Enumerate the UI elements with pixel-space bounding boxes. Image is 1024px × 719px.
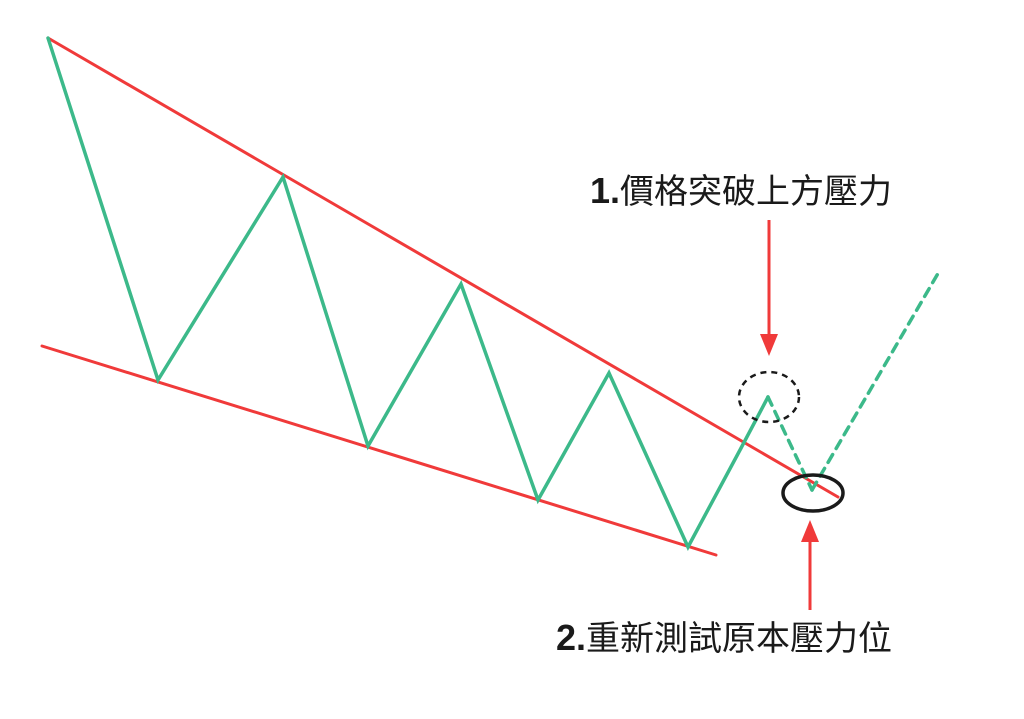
- retest-arrow: [801, 520, 819, 610]
- retest-label-text: 重新測試原本壓力位: [586, 619, 892, 659]
- upper-resistance-line: [46, 36, 840, 499]
- lower-support-line: [40, 344, 718, 557]
- breakout-label: 1.價格突破上方壓力: [590, 170, 892, 212]
- projected-rise-path: [810, 268, 942, 492]
- retest-label: 2.重新測試原本壓力位: [556, 617, 892, 659]
- breakout-marker-circle: [737, 370, 801, 424]
- retest-label-number: 2.: [556, 617, 586, 658]
- breakout-label-number: 1.: [590, 170, 620, 211]
- breakout-arrow: [760, 220, 778, 356]
- retest-marker-ellipse: [781, 473, 845, 513]
- breakout-label-text: 價格突破上方壓力: [620, 172, 892, 212]
- price-path: [46, 36, 770, 551]
